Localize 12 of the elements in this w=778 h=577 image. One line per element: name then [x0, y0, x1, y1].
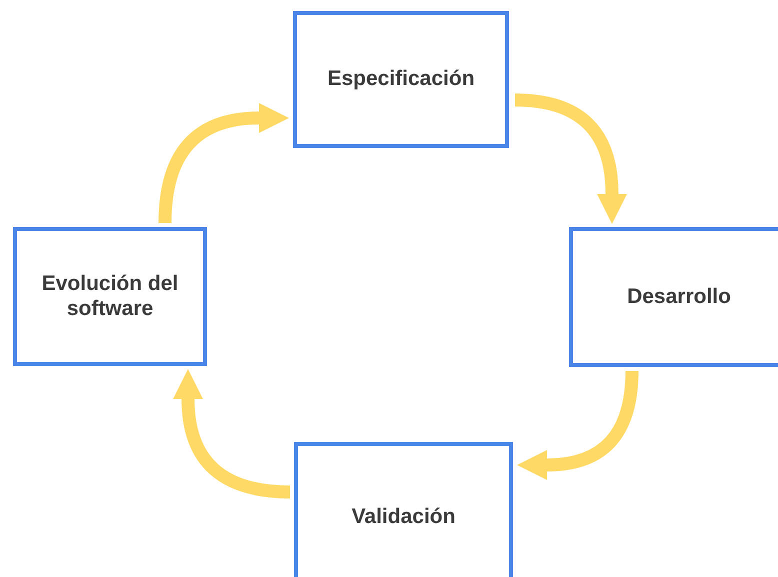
- process-box: [13, 227, 207, 366]
- process-box: [569, 227, 778, 367]
- box-label: Desarrollo: [627, 284, 731, 310]
- process-box: [293, 11, 509, 148]
- curved-arrow: [517, 370, 638, 480]
- curved-arrow: [173, 369, 290, 498]
- box-label: Evolución del software: [40, 272, 180, 321]
- process-box: [294, 442, 513, 577]
- box-label: Especificación: [327, 67, 475, 92]
- curved-arrow: [514, 94, 627, 224]
- curved-arrow: [158, 103, 289, 224]
- box-label: Validación: [352, 504, 456, 530]
